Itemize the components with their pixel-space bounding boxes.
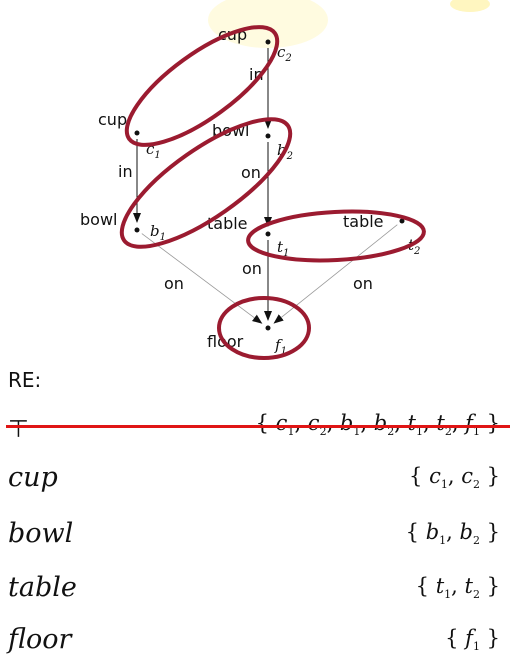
node-var-c2: c2 xyxy=(277,43,292,64)
node-dot-t1 xyxy=(265,231,271,237)
glow-decoration xyxy=(208,0,328,48)
node-dot-t2 xyxy=(399,218,405,224)
glow-decoration-corner xyxy=(450,0,490,12)
node-dot-c1 xyxy=(134,130,140,136)
node-dot-c2 xyxy=(265,39,271,45)
node-dot-b2 xyxy=(265,133,271,139)
highlight-bowl-pair xyxy=(119,117,293,249)
re-word: cup xyxy=(8,462,58,493)
re-set: { f1 } xyxy=(445,626,500,654)
node-word-b1: bowl xyxy=(80,210,117,229)
re-row-top: ⊤ { c1, c2, b1, b2, t1, t2, f1 } xyxy=(0,405,512,455)
highlight-table-pair xyxy=(246,209,426,263)
edge-label: on xyxy=(242,259,262,278)
re-word: table xyxy=(8,572,77,603)
edge-t2-f1 xyxy=(273,224,398,324)
re-row-cup: cup { c1, c2 } xyxy=(0,458,512,508)
highlight-floor xyxy=(217,296,311,360)
node-dot-f1 xyxy=(265,325,271,331)
node-var-b1: b1 xyxy=(150,222,166,243)
re-set: { c1, c2 } xyxy=(409,464,500,492)
re-word: floor xyxy=(8,624,72,655)
re-row-bowl: bowl { b1, b2 } xyxy=(0,514,512,564)
strike-line xyxy=(6,425,510,428)
highlight-cup-pair xyxy=(124,25,280,147)
re-word: bowl xyxy=(8,518,74,549)
node-word-t2: table xyxy=(343,212,384,231)
node-word-c1: cup xyxy=(98,110,127,129)
re-row-table: table { t1, t2 } xyxy=(0,568,512,618)
re-set: { b1, b2 } xyxy=(405,520,500,548)
re-row-floor: floor { f1 } xyxy=(0,620,512,670)
re-set: { c1, c2, b1, b2, t1, t2, f1 } xyxy=(255,411,500,439)
edge-b1-f1 xyxy=(141,233,263,324)
re-heading: RE: xyxy=(8,368,42,392)
node-dot-b1 xyxy=(134,227,140,233)
edge-label: in xyxy=(249,65,264,84)
edge-label: in xyxy=(118,162,133,181)
re-word: ⊤ xyxy=(8,415,29,443)
edge-label: on xyxy=(241,163,261,182)
edge-label: on xyxy=(164,274,184,293)
re-set: { t1, t2 } xyxy=(415,574,500,602)
edge-label: on xyxy=(353,274,373,293)
